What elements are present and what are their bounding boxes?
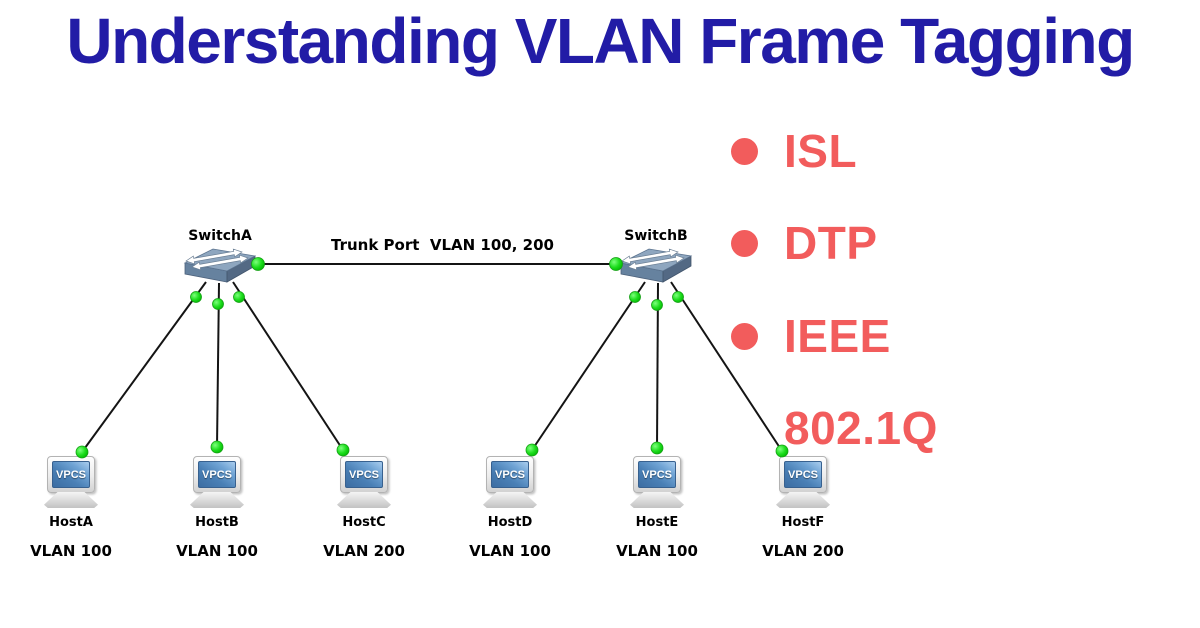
bullet-dot-icon (731, 230, 758, 257)
vpcs-monitor-icon: VPCS (337, 456, 391, 508)
monitor-bezel: VPCS (193, 456, 241, 493)
link-switcha-hostc (232, 281, 344, 451)
monitor-stand (44, 492, 98, 508)
host-vlan-label: VLAN 200 (762, 542, 844, 560)
host-node-a: VPCS HostA VLAN 100 (11, 456, 131, 560)
vpcs-monitor-icon: VPCS (190, 456, 244, 508)
vpcs-monitor-icon: VPCS (630, 456, 684, 508)
host-vlan-label: VLAN 100 (469, 542, 551, 560)
trunk-port-label: Trunk Port VLAN 100, 200 (331, 236, 554, 254)
port-status-dot (336, 443, 350, 457)
link-switcha-hostb (216, 282, 220, 448)
port-status-dot (233, 291, 245, 303)
monitor-stand (630, 492, 684, 508)
monitor-bezel: VPCS (779, 456, 827, 493)
host-node-c: VPCS HostC VLAN 200 (304, 456, 424, 560)
port-status-dot (210, 440, 224, 454)
vpcs-screen: VPCS (491, 461, 529, 488)
port-status-dot (651, 299, 663, 311)
bullet-dot-icon (731, 323, 758, 350)
host-name-label: HostD (487, 515, 533, 530)
port-status-dot (212, 298, 224, 310)
host-vlan-label: VLAN 100 (30, 542, 112, 560)
host-name-label: HostB (195, 515, 239, 530)
bullet-dot-icon (731, 138, 758, 165)
vpcs-screen: VPCS (638, 461, 676, 488)
host-node-b: VPCS HostB VLAN 100 (157, 456, 277, 560)
vpcs-screen: VPCS (784, 461, 822, 488)
monitor-bezel: VPCS (47, 456, 95, 493)
monitor-stand (483, 492, 537, 508)
host-name-label: HostC (342, 515, 386, 530)
vpcs-screen: VPCS (198, 461, 236, 488)
port-status-dot (190, 291, 202, 303)
port-status-dot (650, 441, 664, 455)
link-switchb-hostd (531, 281, 646, 451)
switch-arrow-icon (185, 248, 243, 265)
port-status-dot (525, 443, 539, 457)
ethernet-switch-icon (619, 248, 693, 283)
host-vlan-label: VLAN 200 (323, 542, 405, 560)
bullet-label: ISL (784, 125, 858, 177)
switch-name-label: SwitchB (624, 228, 688, 244)
monitor-stand (776, 492, 830, 508)
vpcs-monitor-icon: VPCS (483, 456, 537, 508)
host-name-label: HostE (635, 515, 679, 530)
monitor-bezel: VPCS (486, 456, 534, 493)
vpcs-monitor-icon: VPCS (776, 456, 830, 508)
port-status-dot (672, 291, 684, 303)
switch-arrow-icon (627, 254, 685, 271)
host-vlan-label: VLAN 100 (176, 542, 258, 560)
host-node-e: VPCS HostE VLAN 100 (597, 456, 717, 560)
host-node-d: VPCS HostD VLAN 100 (450, 456, 570, 560)
switch-name-label: SwitchA (188, 228, 252, 244)
list-item-isl: ISL (731, 105, 1044, 197)
switch-arrow-icon (191, 254, 249, 271)
monitor-stand (190, 492, 244, 508)
page-title: Understanding VLAN Frame Tagging (66, 5, 1135, 77)
host-name-label: HostF (781, 515, 825, 530)
bullet-label: DTP (784, 217, 878, 269)
host-node-f: VPCS HostF VLAN 200 (743, 456, 863, 560)
vpcs-screen: VPCS (345, 461, 383, 488)
link-switcha-hosta (81, 281, 207, 453)
vpcs-screen: VPCS (52, 461, 90, 488)
list-item-ieee-8021q: IEEE 802.1Q (731, 290, 1044, 474)
monitor-stand (337, 492, 391, 508)
port-status-dot (629, 291, 641, 303)
host-vlan-label: VLAN 100 (616, 542, 698, 560)
monitor-bezel: VPCS (633, 456, 681, 493)
list-item-dtp: DTP (731, 197, 1044, 289)
host-name-label: HostA (49, 515, 93, 530)
bullet-label: IEEE 802.1Q (784, 310, 938, 454)
ethernet-switch-icon (183, 248, 257, 283)
switch-arrow-icon (621, 248, 679, 265)
monitor-bezel: VPCS (340, 456, 388, 493)
vpcs-monitor-icon: VPCS (44, 456, 98, 508)
link-switchb-hoste (656, 282, 659, 449)
